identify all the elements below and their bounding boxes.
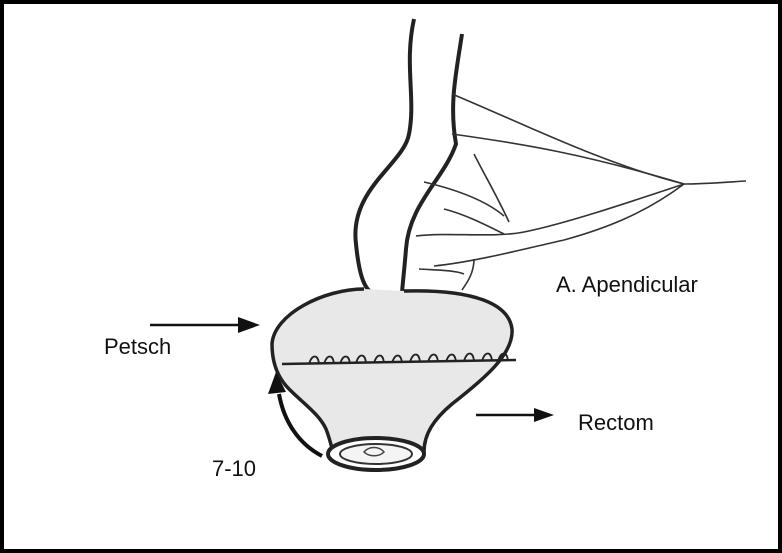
rectom-arrow-head bbox=[534, 408, 554, 422]
label-petsch: Petsch bbox=[104, 334, 172, 359]
surgical-drawing bbox=[150, 18, 747, 472]
rectal-pouch bbox=[270, 287, 514, 458]
label-distance: 7-10 bbox=[212, 456, 257, 481]
distance-arrow-head bbox=[268, 372, 286, 394]
colon-right-wall bbox=[400, 33, 464, 295]
label-rectom: Rectom bbox=[578, 410, 654, 435]
petsch-arrow-head bbox=[238, 317, 260, 333]
anal-ring-detail bbox=[362, 446, 386, 457]
appendicular-vessels bbox=[415, 93, 747, 291]
label-appendicular: A. Apendicular bbox=[556, 272, 698, 297]
anal-ring-inner bbox=[339, 443, 413, 465]
staple-line bbox=[281, 358, 517, 366]
distance-arrow-curve bbox=[277, 393, 323, 458]
colon-left-wall bbox=[353, 18, 416, 298]
staple-marks bbox=[308, 352, 509, 365]
